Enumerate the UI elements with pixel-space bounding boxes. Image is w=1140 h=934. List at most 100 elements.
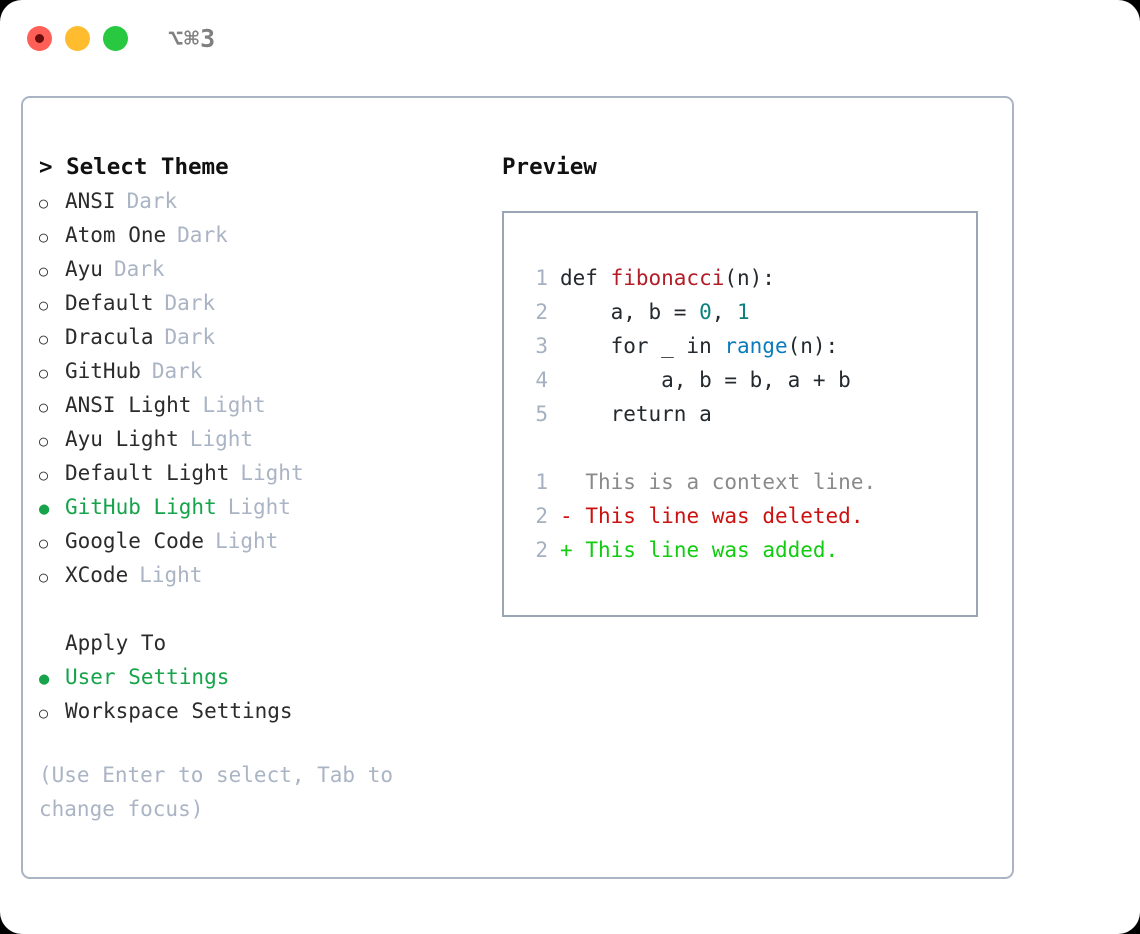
code-line: 2 a, b = 0, 1 xyxy=(526,295,976,329)
line-number: 5 xyxy=(535,402,548,426)
theme-option-label: ANSI Light xyxy=(65,393,192,417)
radio-unselected-icon[interactable]: ○ xyxy=(39,704,49,722)
theme-option-label: GitHub Light xyxy=(65,495,217,519)
theme-option-tag: Dark xyxy=(113,257,165,281)
theme-option-tag: Dark xyxy=(151,359,203,383)
theme-option-xcode[interactable]: ○ XCode Light xyxy=(39,558,489,592)
radio-unselected-icon[interactable]: ○ xyxy=(39,466,49,484)
theme-option-ayu[interactable]: ○ Ayu Dark xyxy=(39,252,489,286)
diff-sign xyxy=(560,465,573,499)
spacer xyxy=(526,431,976,465)
code-line: 4 a, b = b, a + b xyxy=(526,363,976,397)
close-button-icon[interactable] xyxy=(27,26,52,51)
line-number: 1 xyxy=(535,266,548,290)
line-number: 2 xyxy=(535,538,548,562)
theme-option-github-light[interactable]: ● GitHub Light Light xyxy=(39,490,489,524)
diff-spacer xyxy=(573,533,586,567)
code-token-plain: , xyxy=(711,300,738,324)
theme-option-tag: Dark xyxy=(177,223,228,247)
radio-unselected-icon[interactable]: ○ xyxy=(39,398,49,416)
theme-option-label: Dracula xyxy=(65,325,154,349)
code-line-text: def fibonacci(n): xyxy=(560,261,775,295)
window-title: ⌥⌘3 xyxy=(168,24,217,53)
radio-unselected-icon[interactable]: ○ xyxy=(39,194,49,212)
theme-option-tag: Light xyxy=(139,563,203,587)
radio-unselected-icon[interactable]: ○ xyxy=(39,568,49,586)
maximize-button-icon[interactable] xyxy=(103,26,128,51)
code-token-plain: (n): xyxy=(724,266,775,290)
apply-to-option-workspace-settings[interactable]: ○ Workspace Settings xyxy=(39,694,489,728)
theme-option-tag: Light xyxy=(227,495,291,519)
diff-line-text: This is a context line. xyxy=(585,470,877,494)
keyboard-hint-text: (Use Enter to select, Tab to change focu… xyxy=(39,763,406,821)
code-token-plain: def xyxy=(560,266,611,290)
code-token-call: range xyxy=(724,334,788,358)
radio-unselected-icon[interactable]: ○ xyxy=(39,364,49,382)
theme-option-tag: Light xyxy=(189,427,254,451)
diff-line: 2- This line was deleted. xyxy=(526,499,976,533)
select-theme-heading: > Select Theme xyxy=(39,154,229,180)
code-token-fn: fibonacci xyxy=(610,266,725,290)
theme-option-dracula[interactable]: ○ Dracula Dark xyxy=(39,320,489,354)
minimize-button-icon[interactable] xyxy=(65,26,90,51)
radio-unselected-icon[interactable]: ○ xyxy=(39,262,49,280)
line-number: 1 xyxy=(535,470,548,494)
diff-line-text: This line was deleted. xyxy=(585,504,864,528)
theme-option-google-code[interactable]: ○ Google Code Light xyxy=(39,524,489,558)
radio-selected-icon[interactable]: ● xyxy=(39,669,50,689)
code-token-plain: return a xyxy=(560,402,712,426)
code-token-plain: (n): xyxy=(787,334,839,358)
code-token-num: 0 xyxy=(699,300,712,324)
diff-sample: 1 This is a context line.2- This line wa… xyxy=(526,465,976,567)
theme-option-github[interactable]: ○ GitHub Dark xyxy=(39,354,489,388)
theme-option-label: XCode xyxy=(65,563,129,587)
code-token-plain: a, b = b, a + b xyxy=(560,368,851,392)
diff-line: 1 This is a context line. xyxy=(526,465,976,499)
radio-unselected-icon[interactable]: ○ xyxy=(39,534,49,552)
apply-to-option-user-settings[interactable]: ● User Settings xyxy=(39,660,489,694)
code-token-plain: a, b = xyxy=(560,300,700,324)
code-line-text: a, b = 0, 1 xyxy=(560,295,750,329)
theme-option-tag: Dark xyxy=(126,189,178,213)
apply-to-heading: Apply To xyxy=(65,631,167,655)
radio-unselected-icon[interactable]: ○ xyxy=(39,296,49,314)
spacer xyxy=(39,592,489,626)
diff-line: 2+ This line was added. xyxy=(526,533,976,567)
apply-to-option-label: Workspace Settings xyxy=(65,699,293,723)
line-number: 2 xyxy=(535,504,548,528)
apply-to-list: ● User Settings ○ Workspace Settings xyxy=(39,660,489,728)
theme-option-label: GitHub xyxy=(65,359,141,383)
theme-option-tag: Light xyxy=(202,393,266,417)
traffic-lights xyxy=(27,26,128,51)
theme-option-ansi-light[interactable]: ○ ANSI Light Light xyxy=(39,388,489,422)
radio-unselected-icon[interactable]: ○ xyxy=(39,432,49,450)
preview-heading: Preview xyxy=(502,154,597,180)
radio-unselected-icon[interactable]: ○ xyxy=(39,330,49,348)
line-number: 2 xyxy=(535,300,548,324)
theme-option-tag: Dark xyxy=(164,291,216,315)
code-line-text: return a xyxy=(560,397,712,431)
radio-unselected-icon[interactable]: ○ xyxy=(39,228,49,246)
code-line: 5 return a xyxy=(526,397,976,431)
theme-option-label: Google Code xyxy=(65,529,205,553)
theme-option-default[interactable]: ○ Default Dark xyxy=(39,286,489,320)
radio-selected-icon[interactable]: ● xyxy=(39,499,50,519)
diff-sign: + xyxy=(560,538,573,562)
theme-option-tag: Light xyxy=(240,461,304,485)
theme-option-tag: Light xyxy=(215,529,279,553)
theme-option-label: Default xyxy=(65,291,154,315)
apply-to-option-label: User Settings xyxy=(65,665,230,689)
code-token-plain: for _ in xyxy=(560,334,725,358)
theme-option-label: Ayu xyxy=(65,257,103,281)
code-line-text: a, b = b, a + b xyxy=(560,363,851,397)
theme-option-tag: Dark xyxy=(164,325,216,349)
diff-spacer xyxy=(573,465,586,499)
